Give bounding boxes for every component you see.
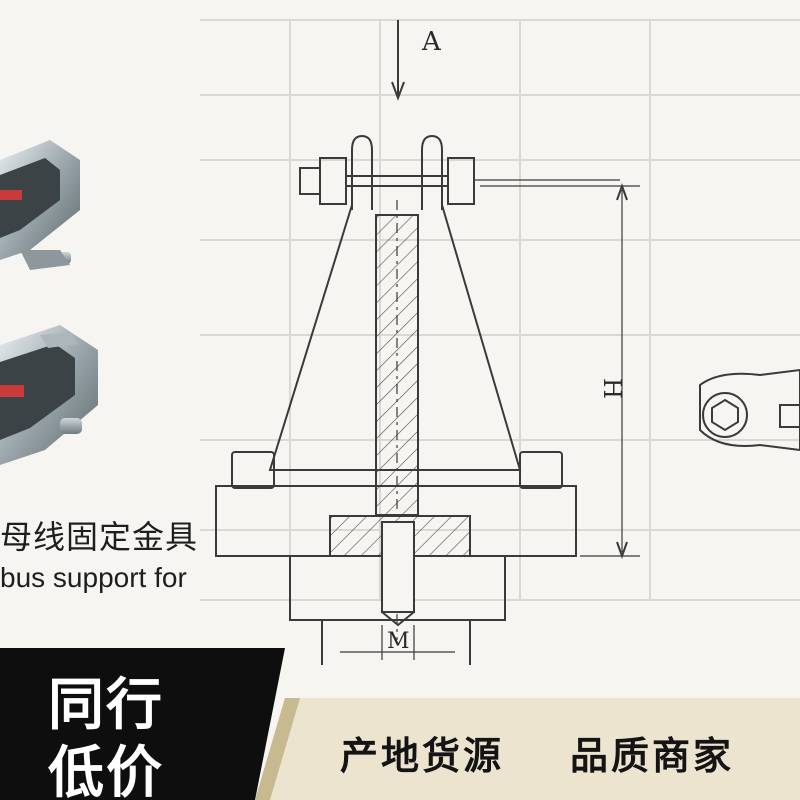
clamp-arm-left	[351, 134, 373, 210]
clamp-arm-right	[421, 134, 443, 210]
product-name-cn: 母线固定金具	[0, 518, 199, 556]
base-nut-right	[519, 451, 563, 489]
fitting-upper	[0, 140, 80, 270]
feature-quality-merchant: 品质商家	[570, 734, 735, 778]
slogan-line-2: 低价	[48, 741, 164, 800]
bolt-end-left	[299, 167, 321, 195]
bolt-head-left	[319, 157, 347, 205]
arrow-a-head	[391, 81, 405, 101]
banner-dark-panel	[0, 648, 285, 800]
fitting-photo	[0, 140, 98, 465]
slogan-line-1: 同行	[48, 673, 164, 738]
insulator-top	[289, 556, 506, 621]
side-view-part	[699, 368, 800, 452]
product-name-en: bus support for	[0, 562, 187, 593]
banner-light-panel	[255, 698, 800, 800]
feature-origin-supply: 产地货源	[340, 734, 505, 778]
label-m: M	[387, 629, 410, 654]
fitting-lower	[0, 325, 98, 465]
label-a: A	[421, 27, 442, 57]
label-h: H	[598, 378, 626, 399]
promo-banner	[0, 648, 800, 800]
bolt-head-right	[447, 157, 475, 205]
base-nut-left	[231, 451, 275, 489]
